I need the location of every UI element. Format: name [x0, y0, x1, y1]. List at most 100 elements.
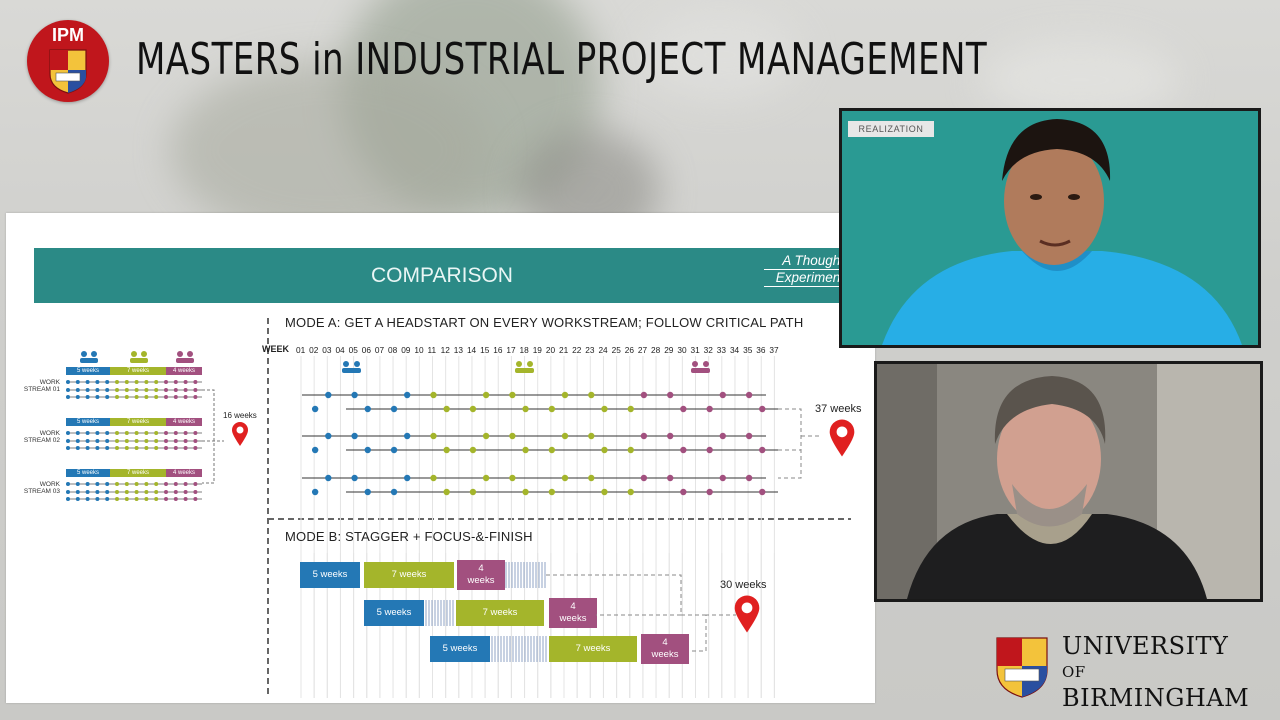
task-dot: [759, 405, 766, 413]
task-dot: [183, 497, 188, 501]
task-dot: [404, 474, 411, 482]
task-dot: [75, 388, 80, 392]
task-dot: [193, 490, 198, 494]
task-dot: [404, 391, 411, 399]
task-dot: [134, 490, 139, 494]
task-dot: [154, 431, 159, 435]
task-dot: [364, 405, 371, 413]
bar-purple: [549, 598, 597, 628]
task-dot: [706, 488, 713, 496]
task-dot: [588, 391, 595, 399]
task-dot: [134, 497, 139, 501]
week-number: 32: [703, 345, 713, 355]
task-dot: [115, 388, 119, 392]
subtitle-line-1: A Thought: [764, 253, 844, 270]
task-dot: [588, 474, 595, 482]
task-dot: [482, 474, 490, 482]
task-dot: [164, 446, 168, 450]
task-dot: [144, 446, 149, 450]
task-dot: [193, 482, 198, 486]
week-number: 37: [769, 345, 779, 355]
task-dot: [469, 405, 477, 413]
week-number: 26: [624, 345, 634, 355]
bar-green: [364, 562, 454, 588]
task-dot: [144, 439, 149, 443]
task-dot: [85, 380, 90, 384]
task-dot: [193, 446, 198, 450]
mode-b-row1-green: 7 weeks: [391, 569, 427, 580]
task-dot: [601, 446, 608, 454]
task-dot: [164, 395, 168, 399]
mode-a-total-weeks: 37 weeks: [815, 403, 862, 415]
task-dot: [105, 380, 110, 384]
week-number: 01: [296, 345, 306, 355]
week-number: 35: [743, 345, 753, 355]
task-dot: [443, 446, 450, 454]
mode-b-row2-purple: 4 weeks: [559, 601, 587, 624]
task-dot: [640, 474, 648, 482]
week-number: 30: [677, 345, 687, 355]
task-dot: [105, 395, 110, 399]
task-dot: [66, 482, 70, 486]
task-dot: [706, 446, 713, 454]
week-number: 34: [729, 345, 740, 355]
task-dot: [66, 446, 70, 450]
left-bar-purple-2: 4 weeks: [172, 419, 195, 425]
video-tile-participant[interactable]: [874, 361, 1263, 602]
week-number: 25: [611, 345, 621, 355]
task-dot: [183, 380, 188, 384]
task-dot: [719, 474, 726, 482]
page-title: MASTERS in INDUSTRIAL PROJECT MANAGEMENT: [136, 34, 988, 85]
task-dot: [325, 432, 332, 440]
week-number: 06: [361, 345, 371, 355]
task-dot: [193, 439, 198, 443]
task-dot: [66, 395, 70, 399]
task-dot: [105, 388, 110, 392]
task-dot: [154, 497, 159, 501]
task-dot: [601, 488, 608, 496]
task-dot: [95, 395, 100, 399]
week-number: 11: [427, 345, 437, 355]
task-dot: [115, 482, 119, 486]
left-panel-diagram: [66, 351, 224, 501]
task-dot: [183, 431, 188, 435]
stream-label-2: WORK STREAM 02: [23, 430, 60, 444]
task-dot: [164, 388, 168, 392]
task-dot: [134, 388, 139, 392]
task-dot: [173, 482, 178, 486]
task-dot: [667, 432, 674, 440]
mode-b-row1-purple: 4 weeks: [467, 563, 495, 586]
location-pin-icon: [829, 419, 855, 457]
task-dot: [193, 380, 198, 384]
week-number: 27: [637, 345, 648, 355]
task-dot: [95, 446, 100, 450]
task-dot: [95, 388, 100, 392]
left-bar-green-2: 7 weeks: [126, 419, 149, 425]
task-dot: [469, 446, 477, 454]
week-number: 08: [388, 345, 398, 355]
task-dot: [561, 432, 569, 440]
task-dot: [443, 405, 450, 413]
task-dot: [95, 497, 100, 501]
task-dot: [719, 391, 726, 399]
mode-b-row1-blue: 5 weeks: [312, 569, 348, 580]
week-number: 17: [506, 345, 516, 355]
task-dot: [311, 405, 319, 413]
person-icon: [692, 361, 698, 367]
week-number: 13: [453, 345, 464, 355]
task-dot: [85, 446, 90, 450]
task-dot: [66, 490, 70, 494]
task-dot: [404, 432, 411, 440]
task-dot: [144, 497, 149, 501]
subtitle-line-2: Experiment: [764, 270, 844, 287]
task-dot: [351, 474, 358, 482]
bar-blue: [430, 636, 490, 662]
video-tile-presenter[interactable]: REALIZATION: [839, 108, 1261, 348]
task-dot: [509, 391, 516, 399]
task-dot: [173, 497, 178, 501]
week-number: 18: [519, 345, 529, 355]
task-dot: [548, 446, 556, 454]
task-dot: [627, 446, 634, 454]
task-dot: [430, 391, 437, 399]
